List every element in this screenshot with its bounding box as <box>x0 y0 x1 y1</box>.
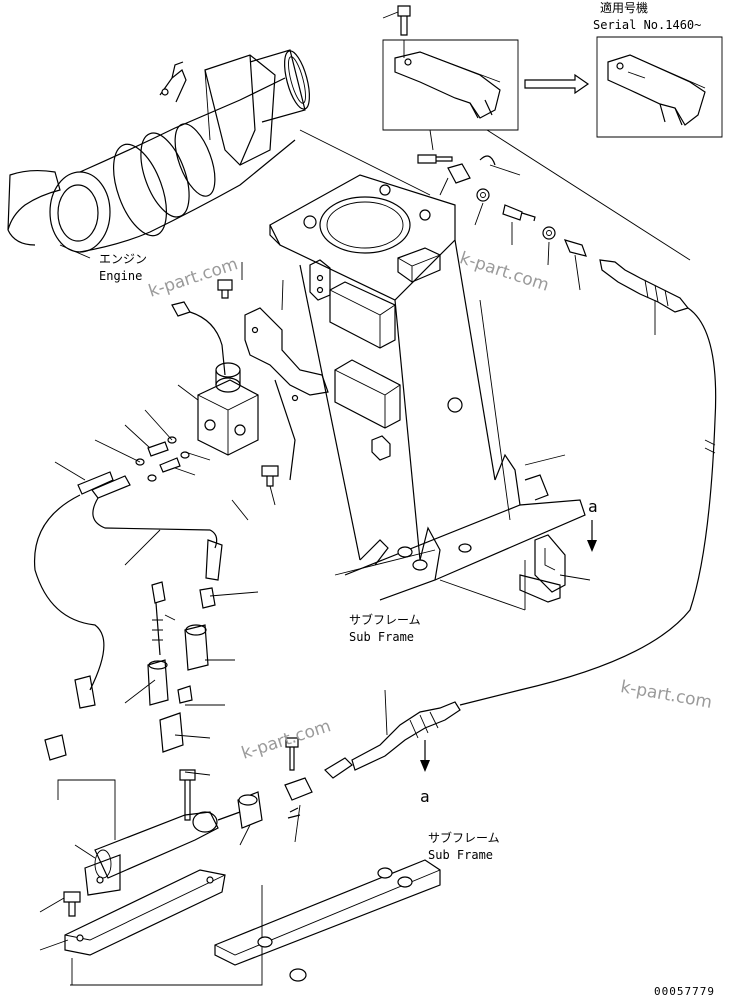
air-valve-assembly <box>33 262 329 691</box>
subframe-label-jp-2: サブフレーム <box>428 831 500 845</box>
serial-label-en: Serial No.1460~ <box>593 18 702 32</box>
cable-end-hardware <box>299 129 717 706</box>
subframe-label-jp-1: サブフレーム <box>349 613 421 627</box>
air-cylinder-assembly <box>39 581 313 986</box>
subframe-label-en-1: Sub Frame <box>349 630 415 644</box>
engine-illustration <box>7 49 310 259</box>
arrow-ref-a-top: a <box>588 497 598 516</box>
engine-label-en: Engine <box>99 269 143 283</box>
engine-label-jp: エンジン <box>99 252 148 266</box>
leader-lines <box>231 454 591 610</box>
sub-frame-lower <box>214 859 441 982</box>
drawing-number: 00057779 <box>654 985 715 998</box>
top-bracket <box>382 5 723 138</box>
arrow-ref-a-bottom: a <box>420 787 430 806</box>
control-cable <box>324 520 597 779</box>
subframe-label-en-2: Sub Frame <box>428 848 494 862</box>
serial-label-jp: 適用号機 <box>600 1 649 15</box>
control-pedestal <box>269 174 586 611</box>
